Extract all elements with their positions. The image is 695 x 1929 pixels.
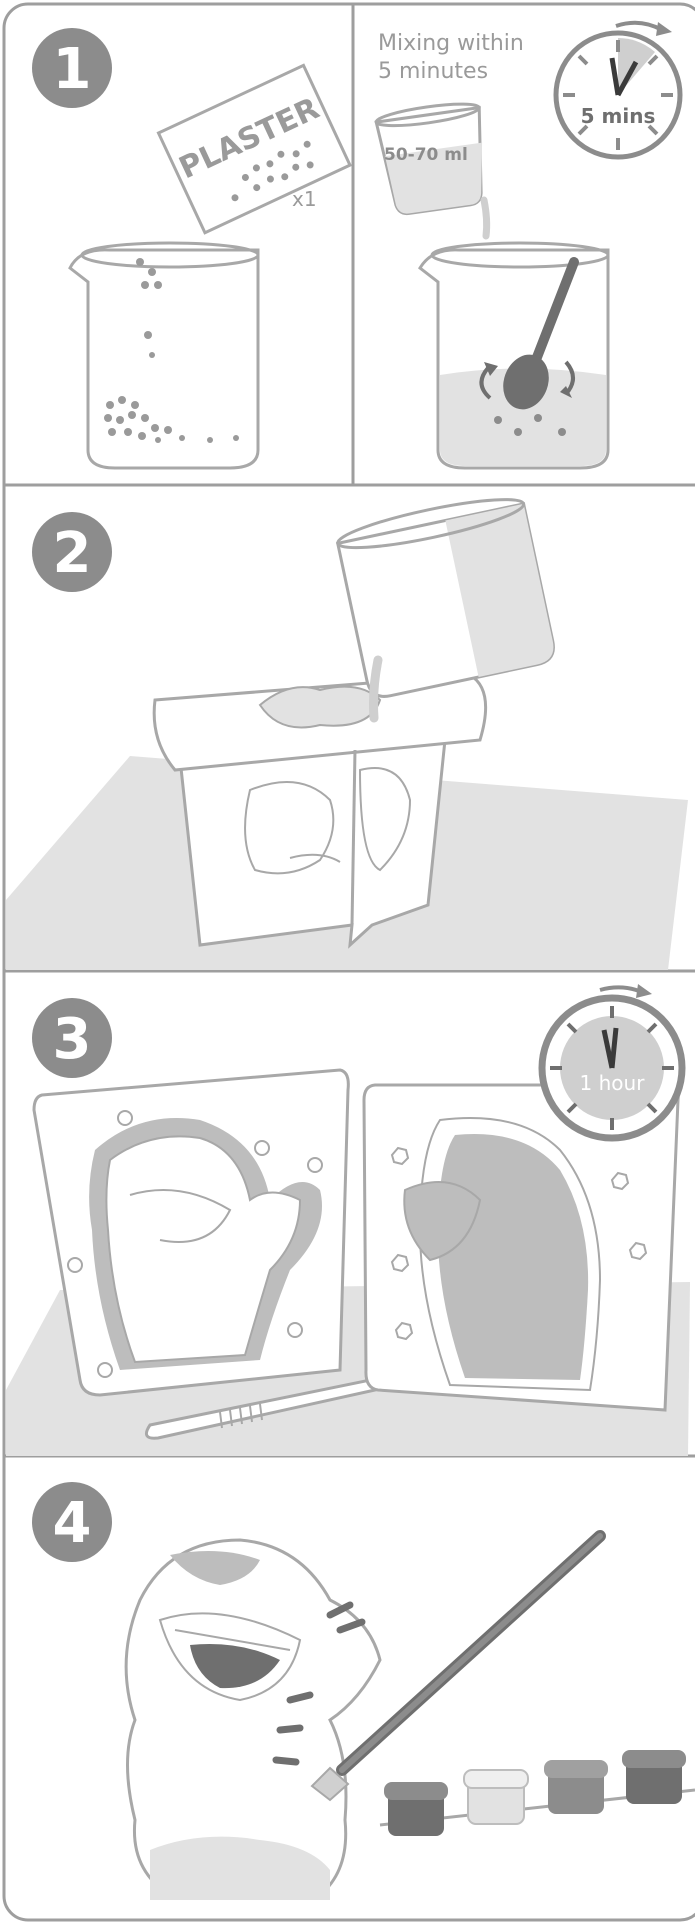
water-amount: 50-70 ml [384, 145, 468, 165]
mixing-jug-left [70, 250, 258, 468]
paint-pot-3 [544, 1760, 608, 1814]
timer-5-label: 5 mins [581, 104, 656, 128]
mixing-text-line2: 5 minutes [378, 59, 488, 84]
paint-pot-2 [464, 1770, 528, 1824]
paint-pot-4 [622, 1750, 686, 1804]
timer-1-label: 1 hour [580, 1071, 646, 1095]
step-number-1: 1 [53, 37, 92, 102]
packet-count: x1 [292, 187, 317, 211]
step-number-2: 2 [53, 521, 92, 586]
step-number-3: 3 [53, 1007, 92, 1072]
mixing-text-line1: Mixing within [378, 31, 524, 56]
paint-pot-1 [384, 1782, 448, 1836]
step-number-4: 4 [53, 1491, 92, 1556]
